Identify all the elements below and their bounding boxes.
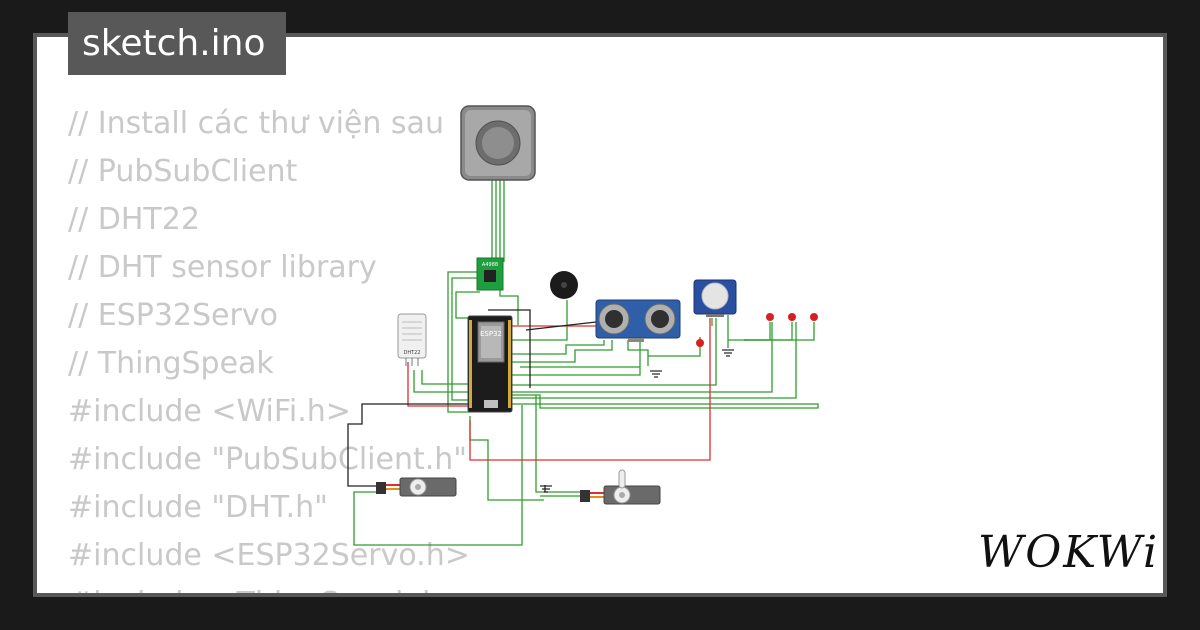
- red-wires: [407, 318, 711, 461]
- code-line: // DHT22: [68, 202, 200, 237]
- buzzer: [550, 271, 578, 299]
- code-line: #include "DHT.h": [68, 490, 328, 525]
- stepper-motor: [460, 105, 536, 181]
- ground-symbols: [540, 349, 734, 493]
- page-bottom-margin: [0, 597, 1200, 630]
- green-wires: [353, 178, 819, 546]
- code-line: // Install các thư viện sau: [68, 106, 444, 141]
- code-line: #include <WiFi.h>: [68, 394, 351, 429]
- code-line: // ESP32Servo: [68, 298, 278, 333]
- ultrasonic-sensor: [595, 299, 681, 342]
- dht22-sensor: DHT22: [397, 313, 427, 366]
- servo-motor: [580, 469, 661, 505]
- code-line: // ThingSpeak: [68, 346, 274, 381]
- leds: [696, 313, 818, 347]
- code-line: #include <ESP32Servo.h>: [68, 538, 470, 573]
- servo-motor: [376, 477, 457, 497]
- wokwi-logo: WOKWi: [978, 527, 1160, 578]
- mcu-label: ESP32: [480, 330, 502, 338]
- driver-label: A4988: [482, 262, 498, 268]
- esp32-board: ESP32: [467, 315, 513, 413]
- code-line: // PubSubClient: [68, 154, 298, 189]
- pir-sensor: [693, 279, 737, 317]
- code-line: #include "PubSubClient.h": [68, 442, 468, 477]
- file-title: sketch.ino: [68, 12, 286, 75]
- a4988-driver: A4988: [476, 257, 504, 291]
- card-frame-bottom: [33, 593, 1167, 597]
- code-preview: // Install các thư viện sau // PubSubCli…: [68, 100, 470, 628]
- dht-label: DHT22: [403, 350, 420, 356]
- code-line: // DHT sensor library: [68, 250, 377, 285]
